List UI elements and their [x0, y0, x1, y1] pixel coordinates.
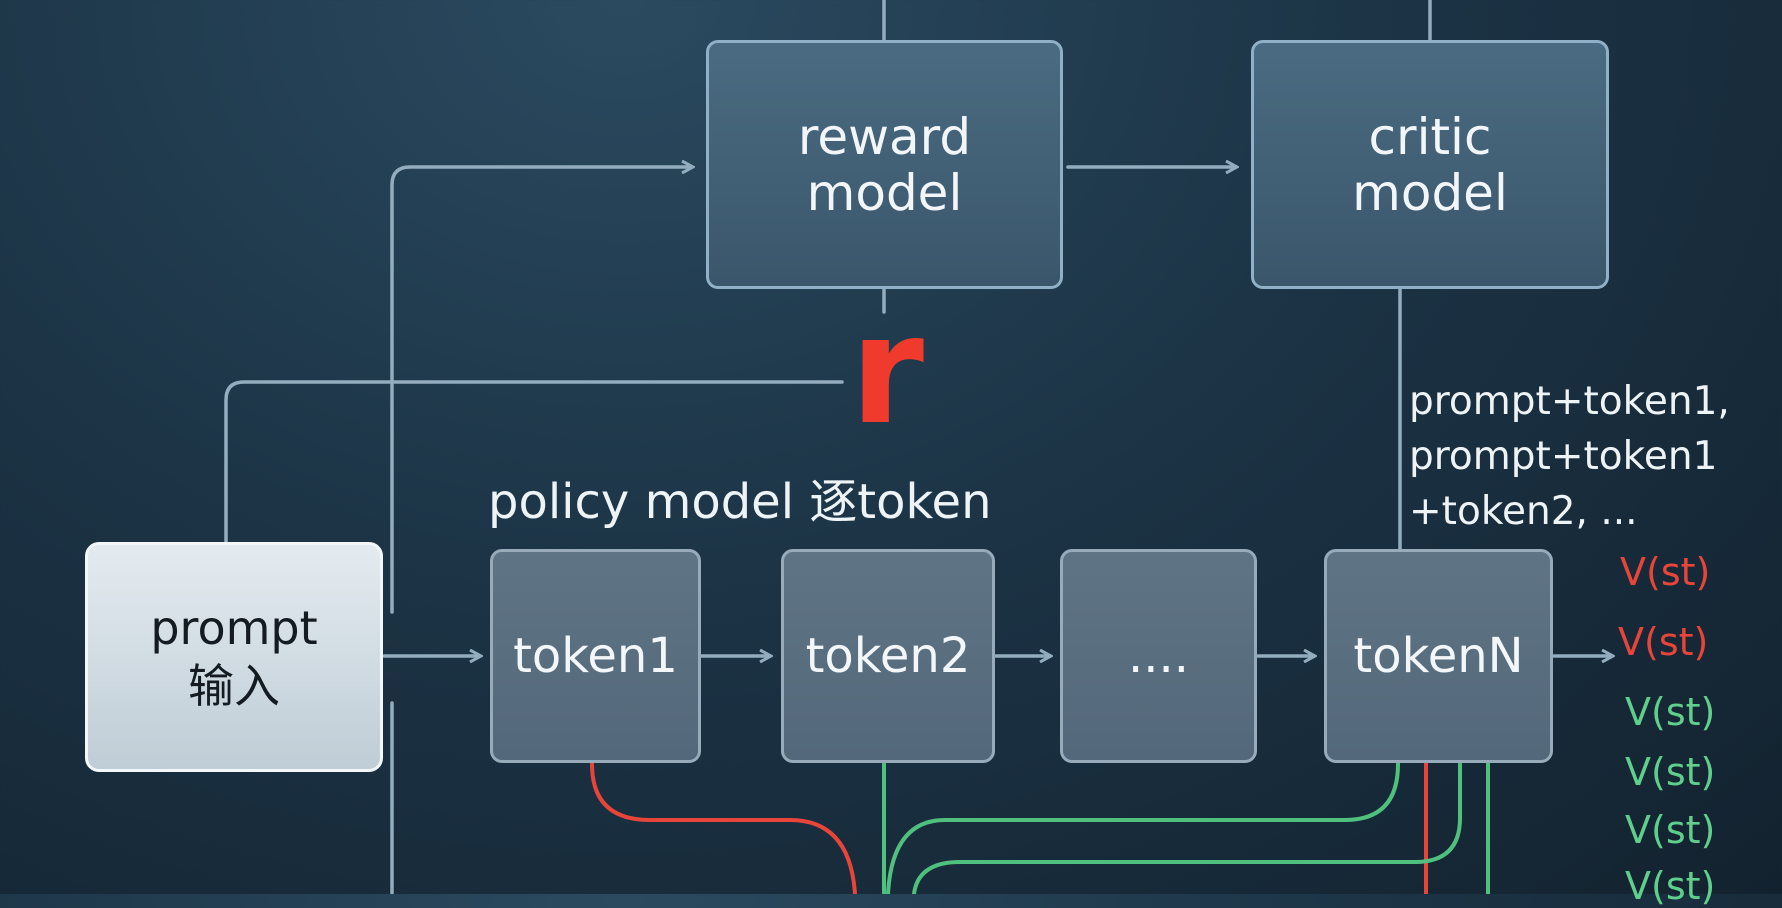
- prompt-to-r-line: [224, 380, 844, 544]
- critic-model-label: critic model: [1352, 107, 1508, 222]
- token-box-n[interactable]: tokenN: [1324, 549, 1553, 763]
- value-label-3: V(st): [1625, 690, 1716, 734]
- token-box-ellipsis[interactable]: ....: [1060, 549, 1257, 763]
- policy-model-caption: policy model 逐token: [488, 474, 992, 530]
- critic-model-box[interactable]: critic model: [1251, 40, 1609, 289]
- token-label-1: token1: [513, 628, 678, 684]
- prompt-to-reward-line: [390, 167, 692, 614]
- prompt-input-label: prompt 输入: [150, 601, 318, 713]
- prompt-input-box[interactable]: prompt 输入: [85, 542, 383, 772]
- token-box-1[interactable]: token1: [490, 549, 701, 763]
- green-path-tokenN-1: [886, 762, 1400, 894]
- token-label-n: tokenN: [1353, 628, 1524, 684]
- token-label-ellipsis: ....: [1127, 628, 1190, 684]
- reward-model-box[interactable]: reward model: [706, 40, 1063, 289]
- value-label-4: V(st): [1625, 750, 1716, 794]
- token-label-2: token2: [805, 628, 971, 684]
- red-path-token1: [590, 762, 857, 894]
- green-path-tokenN-2: [912, 762, 1462, 894]
- value-label-5: V(st): [1625, 808, 1716, 852]
- reward-model-label: reward model: [797, 107, 972, 222]
- value-label-2: V(st): [1618, 620, 1709, 664]
- reward-signal-r: r: [850, 284, 924, 458]
- value-label-1: V(st): [1620, 550, 1711, 594]
- token-box-2[interactable]: token2: [781, 549, 995, 763]
- critic-context-note: prompt+token1, prompt+token1 +token2, ..…: [1409, 379, 1730, 534]
- value-label-6: V(st): [1625, 864, 1716, 908]
